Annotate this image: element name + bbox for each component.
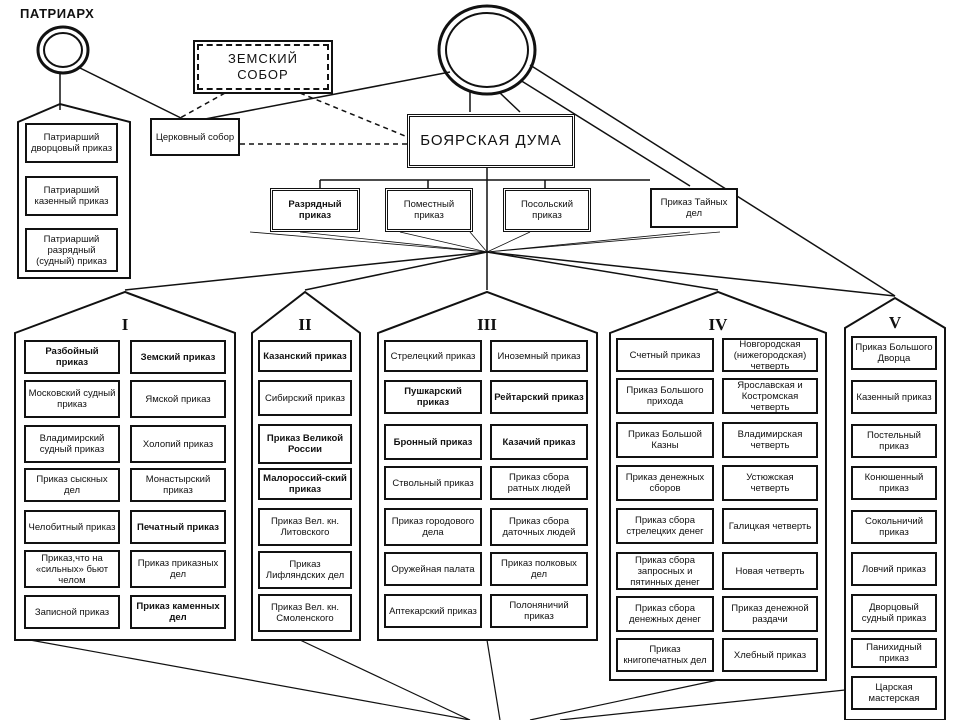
prikaz-box: Устюжская четверть xyxy=(722,465,818,501)
prikaz-box: Галицкая четверть xyxy=(722,508,818,544)
main-prikaz-razryadny: Разрядный приказ xyxy=(270,188,360,232)
prikaz-box: Приказ Лифляндских дел xyxy=(258,551,352,589)
prikaz-box: Приказ книгопечатных дел xyxy=(616,638,714,672)
prikaz-box: Панихидный приказ xyxy=(851,638,937,668)
prikaz-box: Записной приказ xyxy=(24,595,120,629)
prikaz-box: Печатный приказ xyxy=(130,510,226,544)
group-5-numeral: V xyxy=(888,313,902,332)
prikaz-box: Конюшенный приказ xyxy=(851,466,937,500)
prikaz-box: Владимирский судный приказ xyxy=(24,425,120,463)
prikaz-box: Ямской приказ xyxy=(130,380,226,418)
prikaz-box: Оружейная палата xyxy=(384,552,482,586)
prikaz-box: Приказ Вел. кн. Смоленского xyxy=(258,594,352,632)
prikaz-box: Малороссий-ский приказ xyxy=(258,468,352,500)
prikaz-box: Приказ денежной раздачи xyxy=(722,596,818,632)
prikaz-box: Царская мастерская xyxy=(851,676,937,710)
church-sobor-box: Церковный собор xyxy=(150,118,240,156)
prikaz-box: Приказ Большого прихода xyxy=(616,378,714,414)
patriarch-prikaz-1: Патриарший дворцовый приказ xyxy=(25,123,118,163)
group-2-numeral: II xyxy=(298,315,312,334)
prikaz-box: Ствольный приказ xyxy=(384,466,482,500)
group-1-numeral: I xyxy=(121,315,129,334)
prikaz-box: Приказ сбора даточных людей xyxy=(490,508,588,546)
prikaz-box: Монастырский приказ xyxy=(130,468,226,502)
prikaz-box: Приказ Большого Дворца xyxy=(851,336,937,370)
boyar-duma-box: БОЯРСКАЯ ДУМА xyxy=(407,114,575,168)
prikaz-box: Казачий приказ xyxy=(490,424,588,460)
prikaz-box: Стрелецкий приказ xyxy=(384,340,482,372)
prikaz-box: Приказ сбора денежных денег xyxy=(616,596,714,632)
prikaz-box: Иноземный приказ xyxy=(490,340,588,372)
group-4-numeral: IV xyxy=(708,315,728,334)
prikaz-box: Аптекарский приказ xyxy=(384,594,482,628)
main-prikaz-posolsky: Посольский приказ xyxy=(503,188,591,232)
prikaz-box: Приказ Великой России xyxy=(258,424,352,464)
patriarch-prikaz-2: Патриарший казенный приказ xyxy=(25,176,118,216)
main-prikaz-pomestny: Поместный приказ xyxy=(385,188,473,232)
prikaz-box: Приказ Вел. кн. Литовского xyxy=(258,508,352,546)
prikaz-box: Приказ сбора запросных и пятинных денег xyxy=(616,552,714,590)
prikaz-box: Земский приказ xyxy=(130,340,226,374)
main-prikaz-taynykh-del: Приказ Тайных дел xyxy=(650,188,738,228)
prikaz-box: Казенный приказ xyxy=(851,380,937,414)
prikaz-box: Бронный приказ xyxy=(384,424,482,460)
prikaz-box: Московский судный приказ xyxy=(24,380,120,418)
prikaz-box: Разбойный приказ xyxy=(24,340,120,374)
prikaz-box: Приказ полковых дел xyxy=(490,552,588,586)
prikaz-box: Сокольничий приказ xyxy=(851,510,937,544)
prikaz-box: Челобитный приказ xyxy=(24,510,120,544)
prikaz-box: Приказ Большой Казны xyxy=(616,422,714,458)
prikaz-box: Приказ сбора стрелецких денег xyxy=(616,508,714,544)
prikaz-box: Полоняничий приказ xyxy=(490,594,588,628)
tsar-circle xyxy=(437,4,537,96)
prikaz-box: Приказ сыскных дел xyxy=(24,468,120,502)
patriarch-circle xyxy=(36,25,90,75)
prikaz-box: Приказ каменных дел xyxy=(130,595,226,629)
prikaz-box: Пушкарский приказ xyxy=(384,380,482,414)
prikaz-box: Новая четверть xyxy=(722,552,818,590)
prikaz-box: Приказ приказных дел xyxy=(130,550,226,588)
prikaz-box: Сибирский приказ xyxy=(258,380,352,416)
prikaz-box: Постельный приказ xyxy=(851,424,937,458)
patriarch-prikaz-3: Патриарший разрядный (судный) приказ xyxy=(25,228,118,272)
prikaz-box: Казанский приказ xyxy=(258,340,352,372)
patriarch-label: ПАТРИАРХ xyxy=(20,6,95,21)
prikaz-box: Приказ городового дела xyxy=(384,508,482,546)
prikaz-box: Ярославская и Костромская четверть xyxy=(722,378,818,414)
prikaz-box: Рейтарский приказ xyxy=(490,380,588,414)
prikaz-box: Хлебный приказ xyxy=(722,638,818,672)
zemsky-sobor-box: ЗЕМСКИЙ СОБОР xyxy=(193,40,333,94)
prikaz-box: Приказ сбора ратных людей xyxy=(490,466,588,500)
prikaz-box: Дворцовый судный приказ xyxy=(851,594,937,632)
prikaz-box: Ловчий приказ xyxy=(851,552,937,586)
prikaz-box: Новгородская (нижегородская) четверть xyxy=(722,338,818,372)
prikaz-box: Приказ,что на «сильных» бьют челом xyxy=(24,550,120,588)
group-3-numeral: III xyxy=(477,315,497,334)
prikaz-box: Владимирская четверть xyxy=(722,422,818,458)
prikaz-box: Счетный приказ xyxy=(616,338,714,372)
prikaz-box: Приказ денежных сборов xyxy=(616,465,714,501)
prikaz-box: Холопий приказ xyxy=(130,425,226,463)
